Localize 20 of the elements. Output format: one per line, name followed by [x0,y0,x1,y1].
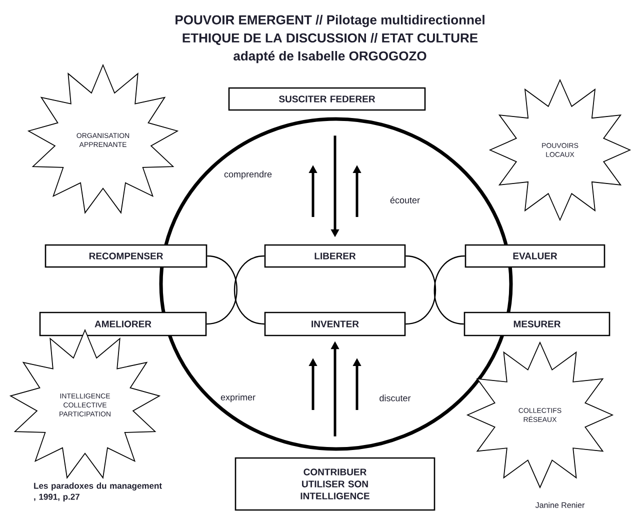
label-box: RECOMPENSER [44,244,208,268]
title: POUVOIR EMERGENT // Pilotage multidirectionnel [176,14,484,28]
verb-label: écouter [390,196,420,204]
label-box: MESURER [464,312,610,336]
label-box: INVENTER [264,312,406,336]
label-box: SUSCITER FEDERER [228,87,426,111]
verb-label: exprimer [220,394,256,402]
connector-arc [434,255,465,325]
connector-arc [406,255,436,325]
verb-label: comprendre [224,170,272,180]
title: adapté de Isabelle ORGOGOZO [234,50,426,64]
connector-arc [234,255,264,325]
label-box: EVALUER [464,244,606,268]
title: ETHIQUE DE LA DISCUSSION // ETAT CULTURE [182,33,478,45]
verb-label: discuter [380,394,411,402]
author-name: Janine Renier [535,502,585,508]
label-box: CONTRIBUER UTILISER SON INTELLIGENCE [234,457,436,511]
label-box: LIBERER [264,244,406,268]
connector-arc [206,255,238,325]
label-box: AMELIORER [39,312,207,336]
